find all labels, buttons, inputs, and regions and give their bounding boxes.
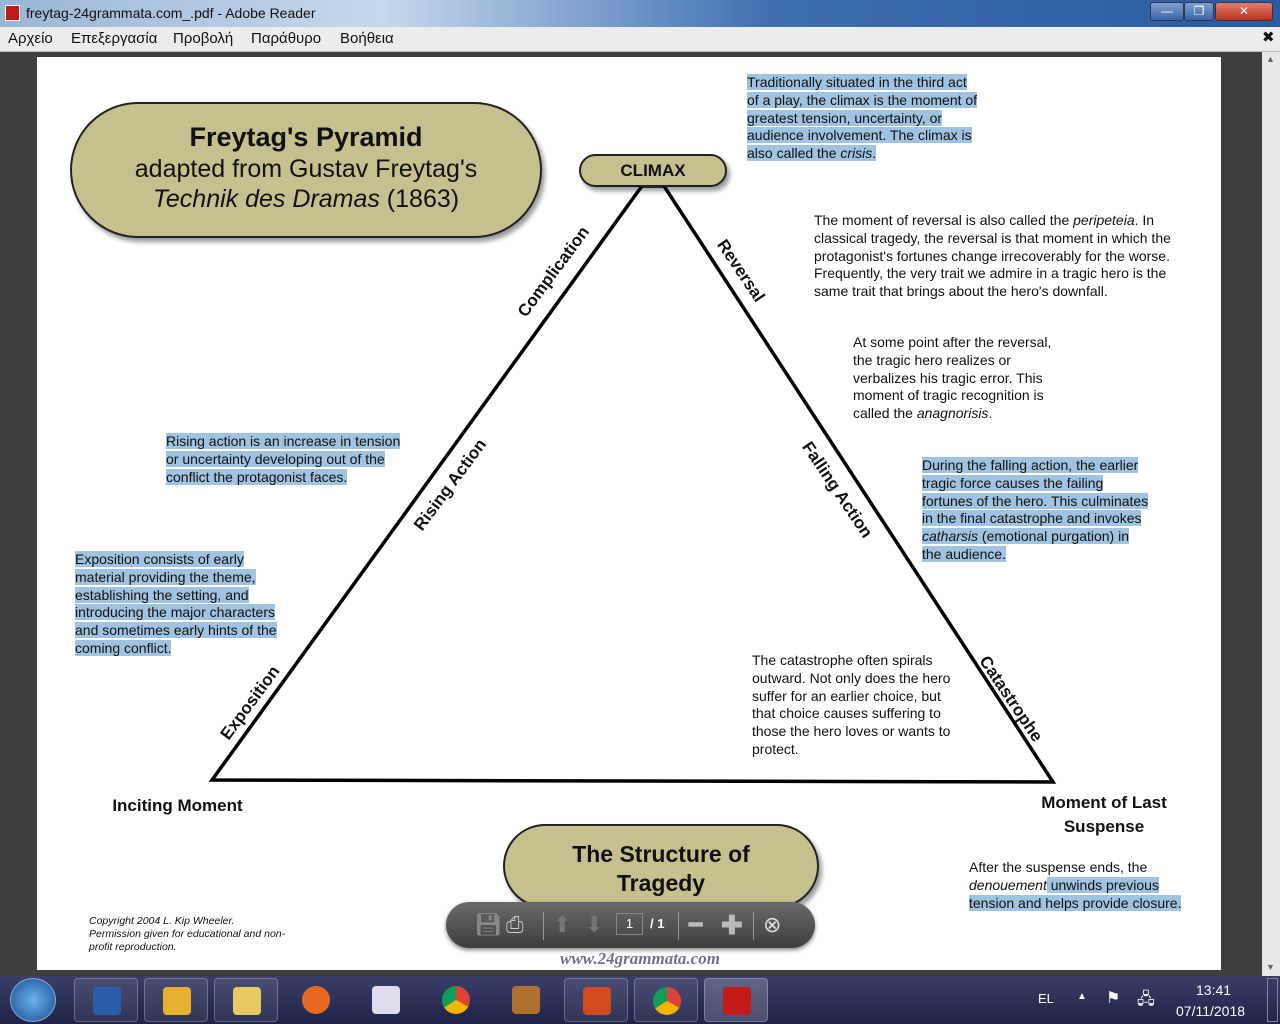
climax-note: Traditionally situated in the third act … xyxy=(747,74,978,162)
language-indicator[interactable]: EL xyxy=(1038,991,1054,1006)
folder-icon xyxy=(233,987,261,1015)
falling-note: During the falling action, the earlier t… xyxy=(922,457,1149,562)
taskbar-word[interactable] xyxy=(74,978,138,1022)
adobe-reader-icon xyxy=(723,987,751,1015)
zoom-out-icon[interactable]: ━ xyxy=(689,912,703,937)
taskbar: EL ▲ ⚑ 🖧︎ 13:41 07/11/2018 xyxy=(0,976,1280,1024)
outlook-icon xyxy=(163,987,191,1015)
close-button[interactable]: ✕ xyxy=(1215,2,1273,21)
toolbar-divider xyxy=(678,912,679,940)
close-toolbar-icon[interactable]: ⊗ xyxy=(763,912,782,937)
taskbar-adobe-reader[interactable] xyxy=(704,978,768,1022)
toolbar-divider xyxy=(753,912,754,940)
start-button[interactable] xyxy=(10,978,56,1022)
network-icon[interactable]: 🖧︎ xyxy=(1137,991,1155,1008)
book-title: Technik des Dramas xyxy=(152,185,380,213)
firefox-icon xyxy=(302,986,330,1014)
action-center-flag-icon[interactable]: ⚑ xyxy=(1106,990,1121,1007)
powerpoint-icon xyxy=(583,987,611,1015)
menu-bar: Αρχείο Επεξεργασία Προβολή Παράθυρο Βοήθ… xyxy=(0,27,1280,52)
scroll-up-icon[interactable]: ▲ xyxy=(1266,54,1275,64)
show-desktop-button[interactable] xyxy=(1267,978,1278,1022)
taskbar-chrome[interactable] xyxy=(424,978,488,1022)
toolbar-divider xyxy=(543,912,544,940)
watermark: www.24grammata.com xyxy=(560,949,720,968)
tray-expand-icon[interactable]: ▲ xyxy=(1077,991,1087,1002)
taskbar-explorer[interactable] xyxy=(214,978,278,1022)
taskbar-outlook[interactable] xyxy=(144,978,208,1022)
rising-note: Rising action is an increase in tension … xyxy=(166,433,401,485)
menu-view[interactable]: Προβολή xyxy=(173,30,234,47)
clock-date[interactable]: 07/11/2018 xyxy=(1176,1003,1246,1019)
climax-box: CLIMAX xyxy=(579,154,727,187)
clock-time[interactable]: 13:41 xyxy=(1196,982,1232,998)
exposition-note: Exposition consists of early material pr… xyxy=(75,551,277,656)
last-suspense-label: Moment of Last Suspense xyxy=(1041,793,1167,836)
maximize-button[interactable]: ❐ xyxy=(1184,2,1214,21)
minimize-button[interactable]: — xyxy=(1150,2,1184,21)
reversal-note: The moment of reversal is also called th… xyxy=(814,212,1171,300)
book-year: (1863) xyxy=(379,185,460,213)
previous-page-icon[interactable]: ⬆ xyxy=(553,912,572,937)
page-total: / 1 xyxy=(650,916,665,931)
doc-title: Freytag's Pyramid xyxy=(189,122,423,152)
adobe-reader-icon xyxy=(5,5,20,21)
page-number-input[interactable]: 1 xyxy=(616,913,643,935)
save-icon[interactable]: 💾︎ xyxy=(474,912,502,937)
structure-box: The Structure of Tragedy xyxy=(503,824,819,908)
title-box: Freytag's Pyramid adapted from Gustav Fr… xyxy=(70,102,542,238)
chrome-icon xyxy=(653,987,681,1015)
catastrophe-note: The catastrophe often spirals outward. N… xyxy=(752,652,951,757)
taskbar-firefox[interactable] xyxy=(284,978,348,1022)
word-icon xyxy=(93,987,121,1015)
floating-pdf-toolbar: 💾︎ ⎙ ⬆ ⬇ 1 / 1 ━ ✚ ⊗ xyxy=(446,902,815,948)
chrome-icon xyxy=(442,986,470,1014)
denouement-note: After the suspense ends, the denouement … xyxy=(969,859,1182,911)
taskbar-app[interactable] xyxy=(354,978,418,1022)
print-icon[interactable]: ⎙ xyxy=(506,912,524,937)
window-title: freytag-24grammata.com_.pdf - Adobe Read… xyxy=(26,5,316,21)
scroll-down-icon[interactable]: ▼ xyxy=(1266,962,1275,972)
taskbar-chrome-2[interactable] xyxy=(634,978,698,1022)
recognition-note: At some point after the reversal, the tr… xyxy=(853,334,1052,422)
menu-edit[interactable]: Επεξεργασία xyxy=(71,30,158,47)
vertical-scrollbar[interactable]: ▲ ▼ xyxy=(1262,52,1280,976)
close-doc-icon[interactable]: ✖ xyxy=(1262,29,1275,46)
copyright-note: Copyright 2004 L. Kip Wheeler. Permissio… xyxy=(89,915,286,953)
menu-help[interactable]: Βοήθεια xyxy=(340,30,394,47)
doc-subtitle: adapted from Gustav Freytag's xyxy=(134,155,478,183)
menu-file[interactable]: Αρχείο xyxy=(8,30,53,47)
menu-window[interactable]: Παράθυρο xyxy=(251,30,322,47)
taskbar-auction-app[interactable] xyxy=(494,978,558,1022)
title-bar: freytag-24grammata.com_.pdf - Adobe Read… xyxy=(0,0,1280,27)
app-icon xyxy=(372,986,400,1014)
gavel-icon xyxy=(512,986,540,1014)
zoom-in-icon[interactable]: ✚ xyxy=(721,910,743,940)
taskbar-powerpoint[interactable] xyxy=(564,978,628,1022)
next-page-icon[interactable]: ⬇ xyxy=(585,912,604,937)
inciting-moment-label: Inciting Moment xyxy=(112,796,243,815)
